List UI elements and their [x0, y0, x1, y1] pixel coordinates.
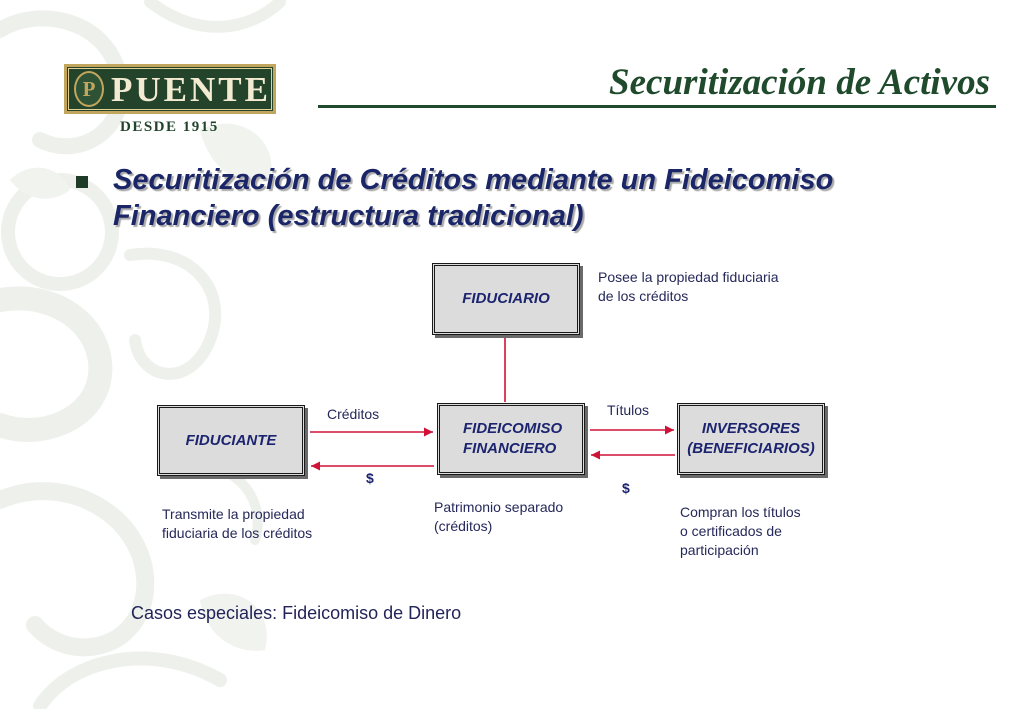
note-line: Patrimonio separado [434, 499, 564, 515]
fiduciario-note: Posee la propiedad fiduciaria de los cré… [598, 268, 779, 306]
puente-logo: P PUENTE [64, 64, 276, 114]
note-line: fiduciaria de los créditos [162, 525, 313, 541]
inversores-note: Compran los títulos o certificados de pa… [680, 503, 801, 560]
ornament-curl [0, 482, 155, 657]
ornament-leaf [200, 593, 267, 651]
flow-label-payment-right: $ [622, 480, 630, 496]
flow-label-titulos: Títulos [607, 402, 650, 418]
slide-title: Securitización de Activos [609, 62, 990, 103]
bullet-heading-line: Securitización de Créditos mediante un F… [113, 164, 834, 196]
inversores-label-line: INVERSORES [701, 420, 801, 437]
seal-letter: P [82, 76, 96, 101]
ornament-leaf [10, 167, 70, 199]
note-line: Compran los títulos [680, 504, 801, 520]
bullet-square-icon [76, 176, 88, 188]
note-line: participación [680, 542, 759, 558]
ornament-curl [33, 651, 227, 709]
fiduciario-label: FIDUCIARIO [462, 290, 550, 307]
fideicomiso-note: Patrimonio separado (créditos) [434, 498, 563, 536]
ornament-curl [124, 247, 222, 380]
ornament-curl [144, 0, 286, 33]
inversores-label-line: (BENEFICIARIOS) [687, 440, 815, 457]
fiduciante-label: FIDUCIANTE [185, 431, 277, 449]
ornament-leaf [200, 123, 272, 183]
brand-name: PUENTE [111, 70, 271, 109]
fiduciario-box: FIDUCIARIO [432, 263, 580, 335]
special-cases-note: Casos especiales: Fideicomiso de Dinero [131, 603, 462, 623]
note-line: o certificados de [680, 523, 782, 539]
note-line: (créditos) [434, 518, 493, 534]
flow-label-creditos: Créditos [327, 406, 380, 422]
title-underline [318, 105, 996, 108]
fideicomiso-label-line: FIDEICOMISO [463, 420, 563, 437]
fiduciante-box: FIDUCIANTE [157, 405, 305, 476]
seal-icon: P [74, 71, 104, 107]
note-line: Posee la propiedad fiduciaria [598, 269, 779, 285]
note-line: Transmite la propiedad [162, 506, 305, 522]
brand-tagline: DESDE 1915 [120, 119, 219, 135]
ornament-curl [0, 286, 113, 442]
fideicomiso-label-line: FINANCIERO [463, 440, 557, 457]
bullet-heading: Securitización de Créditos mediante un F… [113, 162, 833, 234]
inversores-box: INVERSORES (BENEFICIARIOS) [677, 403, 825, 475]
flow-label-payment-left: $ [366, 470, 374, 486]
bullet-heading-line: Financiero (estructura tradicional) [113, 200, 584, 232]
fiduciante-note: Transmite la propiedad fiduciaria de los… [162, 505, 312, 543]
fideicomiso-financiero-box: FIDEICOMISO FINANCIERO [437, 403, 585, 475]
note-line: de los créditos [598, 288, 689, 304]
